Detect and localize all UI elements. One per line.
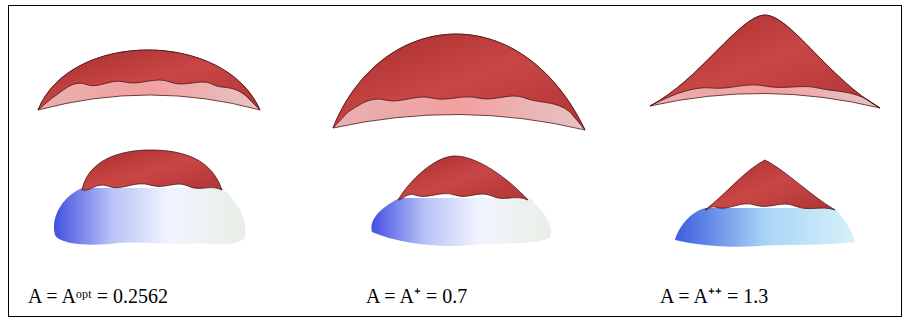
parameter-label: A = A⁺⁺ = 1.3: [660, 284, 768, 308]
surface-cap: [398, 156, 528, 200]
parameter-label: A = Aᵒᵖᵗ = 0.2562: [28, 284, 168, 308]
surface-underside: [333, 34, 585, 130]
surface-cap: [38, 50, 260, 110]
solid-body: [371, 198, 551, 246]
surface-cap: [82, 150, 222, 190]
solid-body: [675, 208, 855, 247]
parameter-label: A = A⁺ = 0.7: [366, 284, 467, 308]
solid-body: [54, 188, 245, 245]
surface-cap: [650, 15, 880, 108]
surface-cap: [333, 34, 585, 130]
surface-underside: [38, 50, 260, 110]
surface-underside: [650, 15, 880, 108]
surface-cap: [705, 160, 835, 210]
